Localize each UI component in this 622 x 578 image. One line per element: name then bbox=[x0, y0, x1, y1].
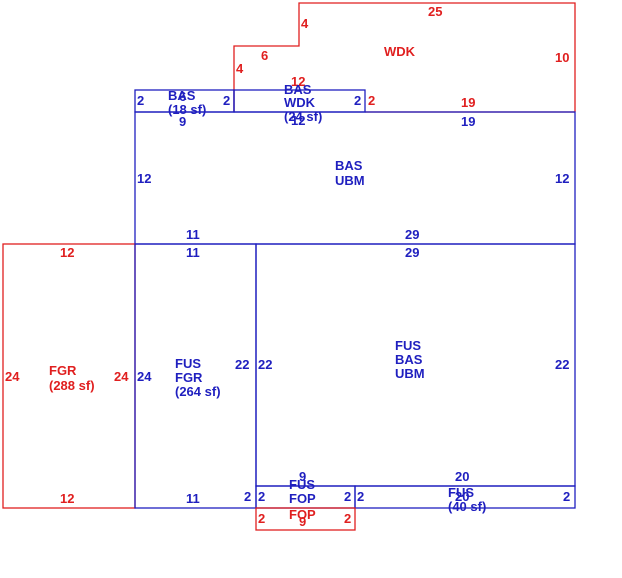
fus-right-dim-right: 2 bbox=[563, 489, 570, 504]
fus-fgr-dim-top: 11 bbox=[186, 245, 200, 260]
bas-dim-bottom-left: 11 bbox=[186, 227, 200, 242]
fus-right-dim-top: 20 bbox=[455, 469, 469, 484]
wdk-dim-left: 4 bbox=[236, 61, 244, 76]
wdk-dim-bottom: 19 bbox=[461, 95, 475, 110]
fus-right-area: (40 sf) bbox=[448, 499, 486, 514]
wdk-dim-right-gap: 2 bbox=[368, 93, 375, 108]
fus-main-label-3: UBM bbox=[395, 366, 425, 381]
wdk-dim-step-vertical: 4 bbox=[301, 16, 309, 31]
bas-wdk-area: (24 sf) bbox=[284, 109, 322, 124]
bas-dim-bottom-right: 29 bbox=[405, 227, 419, 242]
bas-small-dim-right: 2 bbox=[223, 93, 230, 108]
bas-wdk-label-1: BAS bbox=[284, 82, 312, 97]
bas-dim-top-left: 9 bbox=[179, 114, 186, 129]
fus-fgr-dim-left: 24 bbox=[137, 369, 152, 384]
fgr-dim-left: 24 bbox=[5, 369, 20, 384]
wdk-dim-top: 25 bbox=[428, 4, 442, 19]
fus-main-dim-top: 29 bbox=[405, 245, 419, 260]
fop-outline bbox=[255, 507, 356, 531]
fus-right-dim-left: 2 bbox=[357, 489, 364, 504]
wdk-dim-right: 10 bbox=[555, 50, 569, 65]
fus-right-label: FUS bbox=[448, 485, 474, 500]
fop-dim-bottom: 9 bbox=[299, 514, 306, 529]
bas-dim-right: 12 bbox=[555, 171, 569, 186]
wdk-dim-step-horizontal: 6 bbox=[261, 48, 268, 63]
bas-ubm-label-2: UBM bbox=[335, 173, 365, 188]
fop-label: FOP bbox=[289, 507, 316, 522]
bas-wdk-dim-right: 2 bbox=[354, 93, 361, 108]
bas-dim-top-right: 19 bbox=[461, 114, 475, 129]
fop-dim-right: 2 bbox=[344, 511, 351, 526]
fgr-dim-top: 12 bbox=[60, 245, 74, 260]
wdk-dim-middle: 12 bbox=[291, 74, 305, 89]
bas-small-area: (18 sf) bbox=[168, 102, 206, 117]
bas-wdk-dim-bottom: 12 bbox=[291, 113, 305, 128]
fus-main-dim-left: 22 bbox=[258, 357, 272, 372]
fus-right-outline bbox=[354, 485, 576, 509]
fus-fgr-area: (264 sf) bbox=[175, 384, 221, 399]
fgr-dim-bottom: 12 bbox=[60, 491, 74, 506]
fus-fgr-label-1: FUS bbox=[175, 356, 201, 371]
fus-main-label-1: FUS bbox=[395, 338, 421, 353]
fus-fop-dim-left: 2 bbox=[258, 489, 265, 504]
fus-fop-dim-top: 9 bbox=[299, 469, 306, 484]
bas-small-label: BAS bbox=[168, 88, 196, 103]
bas-wdk-label-2: WDK bbox=[284, 95, 316, 110]
bas-small-dim-top: 6 bbox=[179, 89, 186, 104]
fus-fop-label-2: FOP bbox=[289, 491, 316, 506]
fus-fop-dim-right: 2 bbox=[344, 489, 351, 504]
fus-fop-label-1: FUS bbox=[289, 477, 315, 492]
fop-dim-left: 2 bbox=[258, 511, 265, 526]
wdk-label: WDK bbox=[384, 44, 416, 59]
bas-dim-left: 12 bbox=[137, 171, 151, 186]
fus-fgr-dim-bottom: 11 bbox=[186, 491, 200, 506]
fgr-area: (288 sf) bbox=[49, 378, 95, 393]
fus-fgr-dim-gap: 2 bbox=[244, 489, 251, 504]
fgr-label: FGR bbox=[49, 363, 77, 378]
fus-fgr-label-2: FGR bbox=[175, 370, 203, 385]
fus-main-dim-right: 22 bbox=[555, 357, 569, 372]
fgr-dim-right: 24 bbox=[114, 369, 129, 384]
fus-main-label-2: BAS bbox=[395, 352, 423, 367]
bas-small-dim-left: 2 bbox=[137, 93, 144, 108]
fus-right-dim-bottom: 20 bbox=[455, 489, 469, 504]
fus-fgr-dim-right: 22 bbox=[235, 357, 249, 372]
bas-ubm-label-1: BAS bbox=[335, 158, 363, 173]
wdk-outline bbox=[233, 2, 576, 112]
